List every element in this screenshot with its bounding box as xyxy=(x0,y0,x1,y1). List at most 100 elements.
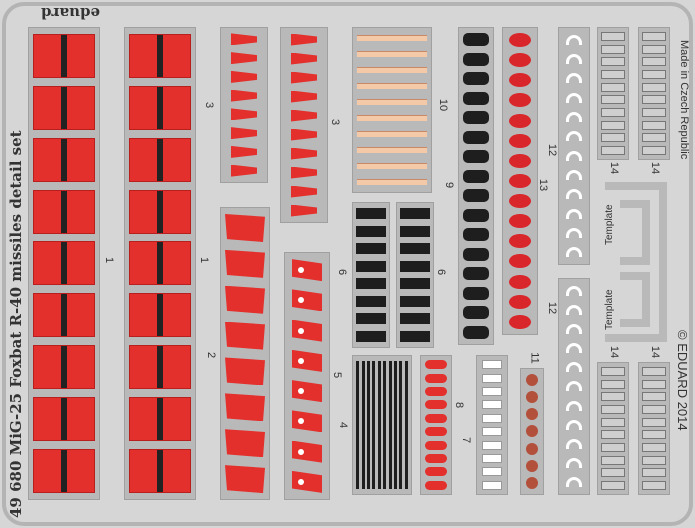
brand-logo: eduard xyxy=(40,4,100,22)
etched-part xyxy=(388,361,392,489)
etched-part xyxy=(129,397,191,442)
etched-part xyxy=(292,470,322,493)
etched-part xyxy=(642,468,666,478)
etched-part xyxy=(509,294,531,309)
etched-part xyxy=(356,208,386,220)
etched-part xyxy=(482,413,502,423)
etched-part xyxy=(291,128,317,141)
etched-part xyxy=(601,95,625,105)
part-number-label: 6 xyxy=(435,268,448,276)
etched-part xyxy=(425,360,447,370)
etched-part xyxy=(566,131,582,142)
etched-part xyxy=(129,345,191,390)
etched-part xyxy=(642,417,666,427)
etched-part xyxy=(33,448,95,493)
etched-part xyxy=(601,31,625,41)
etched-part xyxy=(357,99,427,105)
part-panel-12 xyxy=(558,278,590,495)
etched-part xyxy=(526,425,538,438)
etched-part xyxy=(463,286,489,300)
etched-part xyxy=(509,33,531,48)
etched-part xyxy=(225,249,265,278)
etched-part xyxy=(425,440,447,450)
etched-part xyxy=(33,397,95,442)
etched-part xyxy=(291,109,317,122)
etched-part xyxy=(601,44,625,54)
etched-part xyxy=(400,260,430,272)
etched-part xyxy=(463,33,489,47)
part-panel-3 xyxy=(220,27,268,183)
etched-part xyxy=(601,146,625,156)
etched-part xyxy=(357,35,427,41)
part-number-label: 14 xyxy=(608,161,621,175)
etched-part xyxy=(33,241,95,286)
etched-part xyxy=(400,225,430,237)
etched-part xyxy=(601,404,625,414)
etched-part xyxy=(292,259,322,282)
part-number-label: 11 xyxy=(528,352,541,364)
etched-part xyxy=(566,227,582,238)
etched-part xyxy=(482,360,502,370)
etched-part xyxy=(642,44,666,54)
etched-part xyxy=(33,293,95,338)
etched-part xyxy=(526,442,538,455)
etched-part xyxy=(231,70,257,83)
etched-part xyxy=(463,228,489,242)
part-panel-14 xyxy=(597,27,629,160)
etched-part xyxy=(526,477,538,490)
etched-part xyxy=(292,440,322,463)
etched-part xyxy=(225,285,265,314)
etched-part xyxy=(33,189,95,234)
etched-part xyxy=(642,481,666,491)
etched-part xyxy=(509,274,531,289)
etched-part xyxy=(357,115,427,121)
etched-part xyxy=(642,430,666,440)
etched-part xyxy=(400,313,430,325)
etched-part xyxy=(366,361,370,489)
etched-part xyxy=(601,69,625,79)
etched-part xyxy=(566,419,582,430)
etched-part xyxy=(231,52,257,65)
etched-part xyxy=(601,133,625,143)
etched-part xyxy=(356,313,386,325)
etched-part xyxy=(33,137,95,182)
part-panel-6 xyxy=(396,202,434,348)
part-number-label: 3 xyxy=(329,118,342,126)
template-shape xyxy=(605,182,667,342)
etched-part xyxy=(393,361,397,489)
template-label: Template xyxy=(604,289,615,330)
etched-part xyxy=(356,361,360,489)
part-panel-4 xyxy=(352,355,412,495)
etched-part xyxy=(356,243,386,255)
etched-part xyxy=(642,69,666,79)
etched-part xyxy=(400,295,430,307)
etched-part xyxy=(509,194,531,209)
etched-part xyxy=(357,147,427,153)
etched-part xyxy=(526,460,538,473)
part-panel-10 xyxy=(352,27,432,193)
etched-part xyxy=(509,133,531,148)
etched-part xyxy=(566,150,582,161)
etched-part xyxy=(601,366,625,376)
etched-part xyxy=(231,145,257,158)
etched-part xyxy=(566,343,582,354)
etched-part xyxy=(509,314,531,329)
etched-part xyxy=(231,164,257,177)
etched-part xyxy=(377,361,381,489)
etched-part xyxy=(601,481,625,491)
part-panel-12 xyxy=(558,27,590,265)
etched-part xyxy=(292,349,322,372)
template-shape-inner xyxy=(620,200,650,265)
part-number-label: 14 xyxy=(649,345,662,359)
etched-part xyxy=(642,366,666,376)
etched-part xyxy=(357,67,427,73)
etched-part xyxy=(231,89,257,102)
etched-part xyxy=(482,400,502,410)
etched-part xyxy=(463,72,489,86)
etched-part xyxy=(463,111,489,125)
etched-part xyxy=(601,442,625,452)
etched-part xyxy=(356,330,386,342)
part-panel-1 xyxy=(124,27,196,500)
etched-part xyxy=(425,386,447,396)
